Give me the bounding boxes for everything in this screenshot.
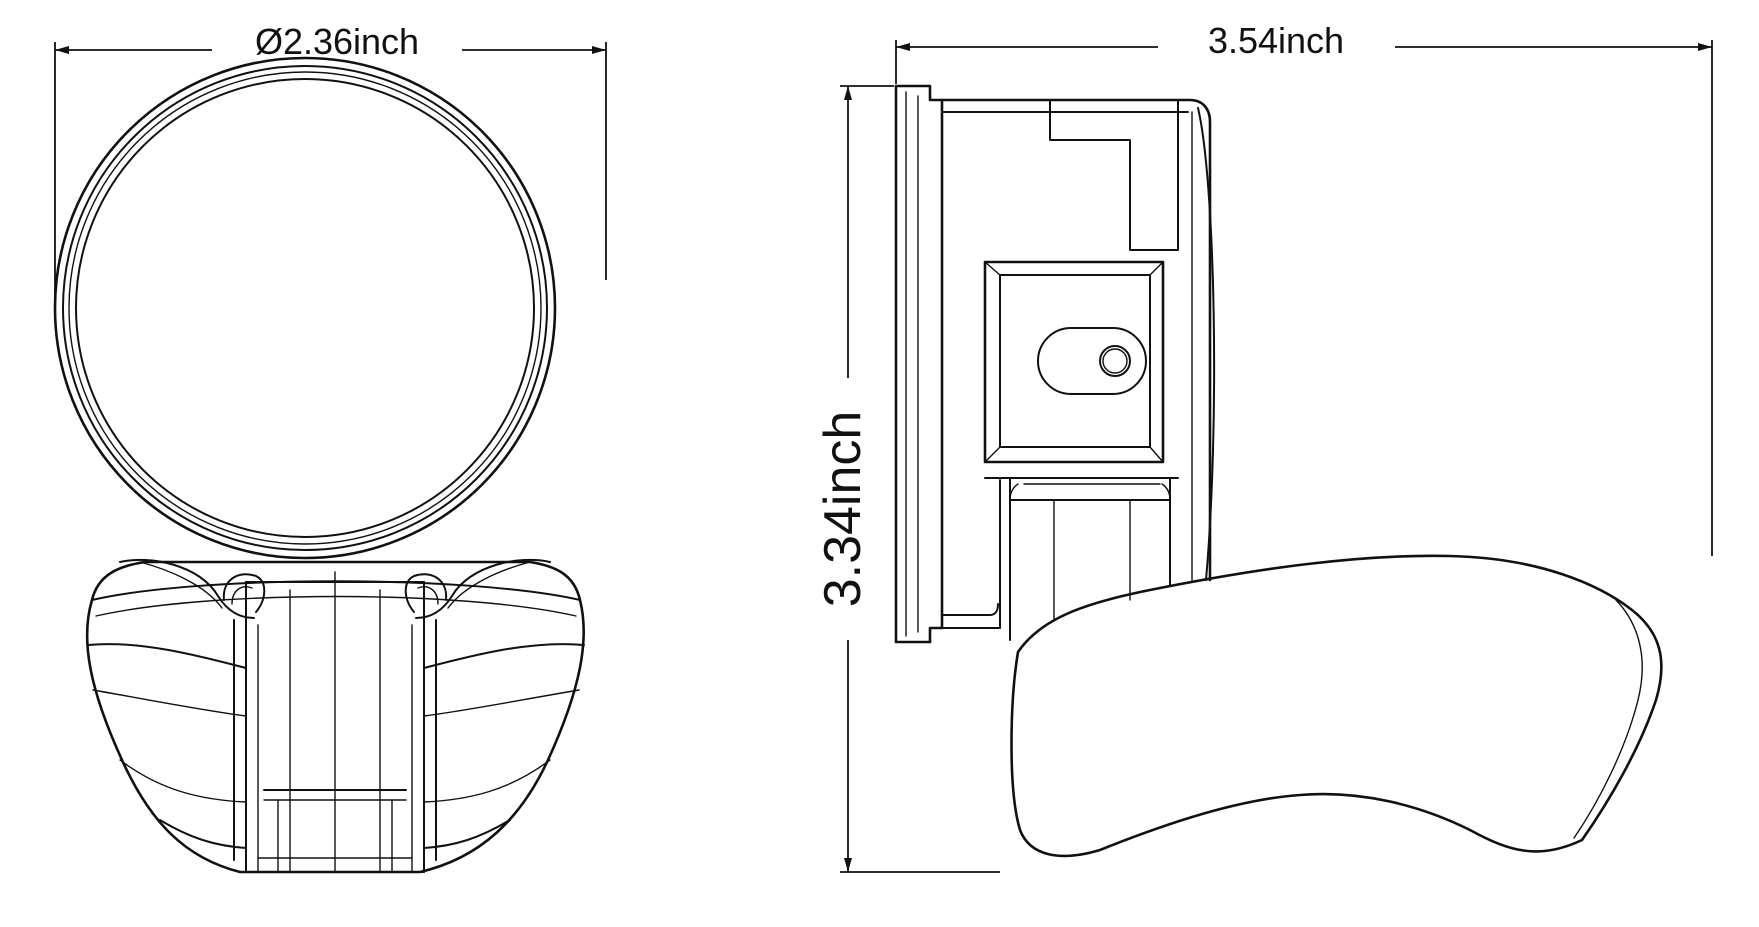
clamp-arm	[1010, 554, 1663, 858]
channel	[233, 571, 437, 873]
depth-dimension: 3.54inch	[895, 20, 1713, 556]
height-dimension: 3.34inch	[814, 85, 1000, 873]
front-view: Ø2.36inch	[53, 21, 607, 874]
gauge-rings	[53, 56, 557, 560]
mount-boss	[983, 260, 1165, 464]
mount-cup	[85, 558, 585, 874]
diameter-dimension: Ø2.36inch	[54, 21, 607, 295]
housing	[940, 98, 1216, 629]
diameter-label: Ø2.36inch	[255, 21, 419, 62]
side-view: 3.54inch 3.34inch	[814, 20, 1713, 873]
flange	[894, 84, 944, 644]
stem	[984, 477, 1179, 641]
height-label: 3.34inch	[814, 411, 872, 608]
depth-label: 3.54inch	[1208, 20, 1344, 61]
